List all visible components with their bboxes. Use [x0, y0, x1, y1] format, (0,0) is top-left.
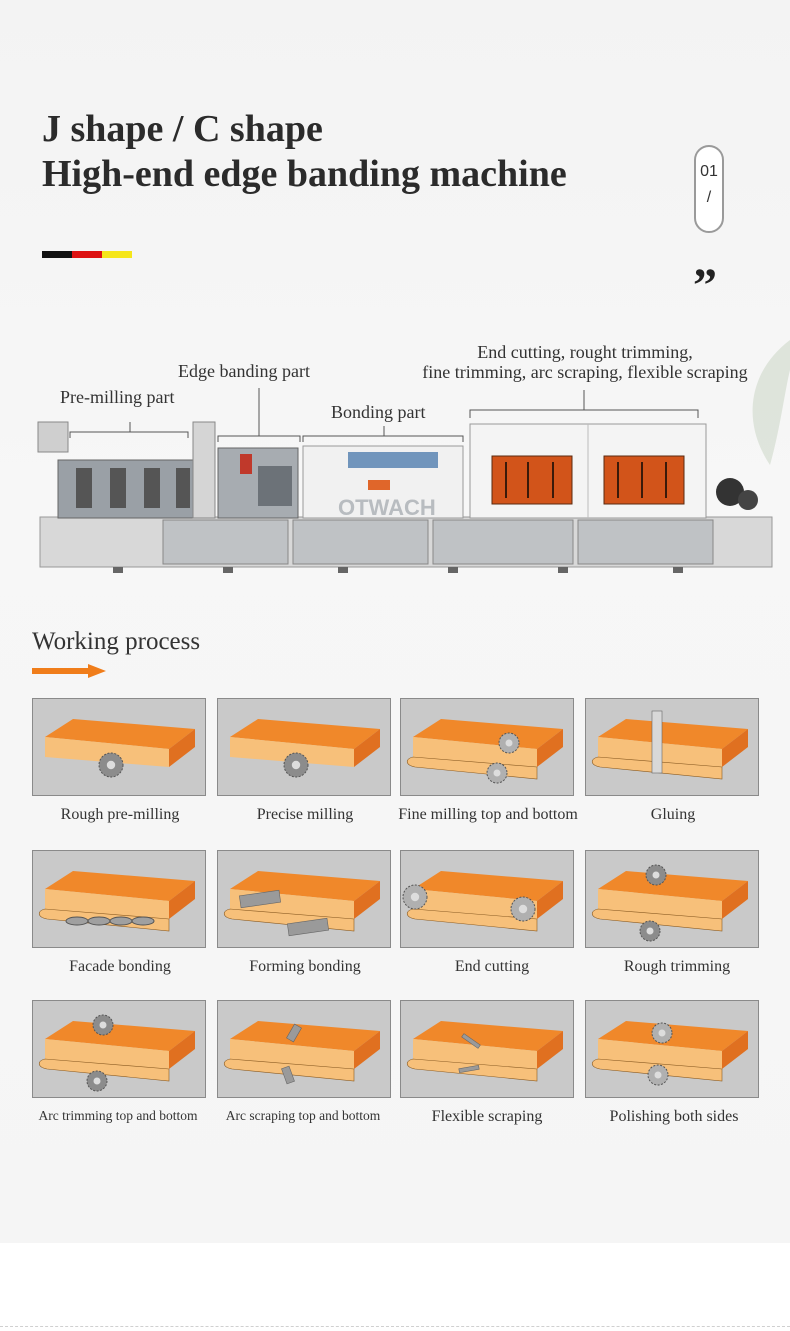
- polishing-wheel-icon: [591, 1021, 748, 1086]
- end-cutting-label: End cutting, rought trimming, fine trimm…: [405, 342, 765, 383]
- edge-banding-label: Edge banding part: [178, 361, 310, 381]
- bonding-label: Bonding part: [331, 402, 426, 422]
- process-step-label: Rough pre-milling: [60, 806, 180, 823]
- divider: [0, 1326, 790, 1327]
- bottom-margin: [0, 1243, 790, 1331]
- process-step-card: [32, 698, 206, 796]
- page-title-line1: J shape / C shape: [42, 108, 323, 150]
- flag-stripe-red: [72, 251, 102, 258]
- process-step-card: [400, 850, 574, 948]
- trimming-cutter-icon: [591, 864, 748, 942]
- flexible-scraper-icon: [406, 1021, 563, 1082]
- end-cutting-label-line2: fine trimming, arc scraping, flexible sc…: [422, 361, 748, 382]
- flag-stripe-black: [42, 251, 72, 258]
- process-step-label: Arc scraping top and bottom: [225, 1108, 381, 1123]
- flag-color-bar: [42, 251, 132, 258]
- process-step-card: [400, 1000, 574, 1098]
- milling-cutter-icon: [230, 719, 380, 778]
- process-step-label: End cutting: [454, 958, 530, 975]
- process-step-card: [32, 850, 206, 948]
- process-step-card: [217, 850, 391, 948]
- process-step-card: [585, 698, 759, 796]
- page-number-badge: 01 /: [694, 145, 724, 233]
- pre-milling-label: Pre-milling part: [60, 387, 175, 407]
- milling-cutter-icon: [45, 719, 195, 778]
- page-title-line2: High-end edge banding machine: [42, 153, 567, 195]
- process-step-label: Fine milling top and bottom: [398, 806, 578, 823]
- pressure-roller-icon: [38, 871, 195, 932]
- arrow-right-icon: [32, 664, 106, 678]
- badge-number: 01: [700, 163, 718, 180]
- leaf-decoration-icon: [752, 340, 790, 465]
- process-step-card: [400, 698, 574, 796]
- process-step-label: Flexible scraping: [431, 1108, 543, 1125]
- process-step-card: [585, 1000, 759, 1098]
- trimming-cutter-icon: [38, 1014, 195, 1092]
- process-step-label: Arc trimming top and bottom: [38, 1108, 198, 1123]
- process-step-label: Precise milling: [256, 806, 354, 823]
- edge-banding-machine-illustration: OTWACH: [37, 388, 773, 573]
- machine-watermark: OTWACH: [338, 495, 436, 520]
- badge-separator: /: [706, 189, 712, 206]
- saw-blade-icon: [406, 719, 563, 784]
- process-step-label: Gluing: [650, 806, 696, 823]
- glue-roller-icon: [591, 710, 748, 780]
- process-step-card: [217, 1000, 391, 1098]
- saw-blade-icon: [402, 871, 563, 932]
- scraper-icon: [223, 1021, 380, 1085]
- process-step-label: Rough trimming: [623, 958, 731, 975]
- end-cutting-label-line1: End cutting, rought trimming,: [477, 342, 693, 362]
- process-step-card: [32, 1000, 206, 1098]
- flag-stripe-yellow: [102, 251, 132, 258]
- process-step-label: Facade bonding: [69, 958, 171, 975]
- working-process-title: Working process: [32, 628, 201, 655]
- process-step-card: [585, 850, 759, 948]
- quote-mark-icon: ”: [693, 259, 717, 312]
- process-step-label: Polishing both sides: [609, 1108, 739, 1125]
- pressure-block-icon: [223, 871, 380, 937]
- process-step-label: Forming bonding: [249, 958, 361, 975]
- process-step-card: [217, 698, 391, 796]
